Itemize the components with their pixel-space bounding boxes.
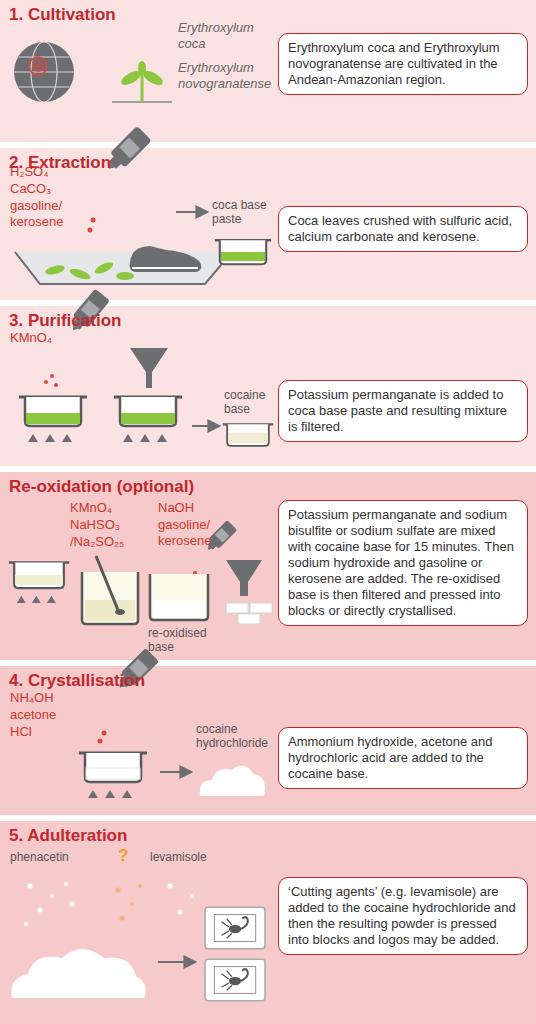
step-band: 3. PurificationPotassium permanganate is… xyxy=(0,306,536,466)
chemical-label: H₂SO₄ xyxy=(10,164,80,180)
species-label: Erythroxylum coca xyxy=(178,20,274,52)
step-band: 2. ExtractionCoca leaves crushed with su… xyxy=(0,148,536,300)
description-text: Erythroxylum coca and Erythroxylum novog… xyxy=(288,40,518,88)
description-box: Erythroxylum coca and Erythroxylum novog… xyxy=(278,33,528,95)
step-heading: 4. Crystallisation xyxy=(9,671,145,691)
step-heading: Re-oxidation (optional) xyxy=(9,477,194,497)
chemical-label: gasoline/ kerosene xyxy=(158,517,228,549)
chemical-label: KMnO₄ xyxy=(10,330,80,346)
chemical-label: NH₄OH xyxy=(10,690,80,706)
chemical-label: gasoline/ kerosene xyxy=(10,198,76,230)
description-text: Ammonium hydroxide, acetone and hydrochl… xyxy=(288,734,518,782)
chemical-label: NaOH xyxy=(158,500,228,516)
chemical-label: acetone xyxy=(10,707,80,723)
product-label: coca base paste xyxy=(212,198,274,226)
description-text: Potassium permanganate is added to coca … xyxy=(288,387,518,435)
chemical-label: HCl xyxy=(10,724,80,740)
chemical-label: CaCO₃ xyxy=(10,181,80,197)
description-text: Coca leaves crushed with sulfuric acid, … xyxy=(288,213,518,245)
question-mark: ? xyxy=(118,846,138,866)
chemical-label: NaHSO₃ xyxy=(70,517,150,533)
step-heading: 1. Cultivation xyxy=(9,5,116,25)
description-text: ‘Cutting agents’ (e.g. levamisole) are a… xyxy=(288,884,518,948)
description-box: Coca leaves crushed with sulfuric acid, … xyxy=(278,206,528,252)
species-label: Erythroxylum novogranatense xyxy=(178,60,274,92)
description-text: Potassium permanganate and sodium bisulf… xyxy=(288,507,518,619)
product-label: levamisole xyxy=(150,850,240,864)
step-band: 1. CultivationErythroxylum coca and Eryt… xyxy=(0,0,536,142)
step-heading: 5. Adulteration xyxy=(9,826,127,846)
product-label: cocaine base xyxy=(224,388,276,416)
step-heading: 3. Purification xyxy=(9,311,121,331)
description-box: Ammonium hydroxide, acetone and hydrochl… xyxy=(278,727,528,789)
product-label: cocaine hydrochloride xyxy=(196,722,276,750)
step-band: 5. Adulteration ‘Cutting agents’ (e.g. le… xyxy=(0,821,536,1024)
product-label: re-oxidised base xyxy=(148,626,222,654)
description-box: Potassium permanganate is added to coca … xyxy=(278,380,528,442)
chemical-label: KMnO₄ xyxy=(70,500,150,516)
product-label: phenacetin xyxy=(10,850,100,864)
description-box: ‘Cutting agents’ (e.g. levamisole) are a… xyxy=(278,877,528,955)
description-box: Potassium permanganate and sodium bisulf… xyxy=(278,500,528,626)
chemical-label: /Na₂SO₂₅ xyxy=(70,534,150,550)
